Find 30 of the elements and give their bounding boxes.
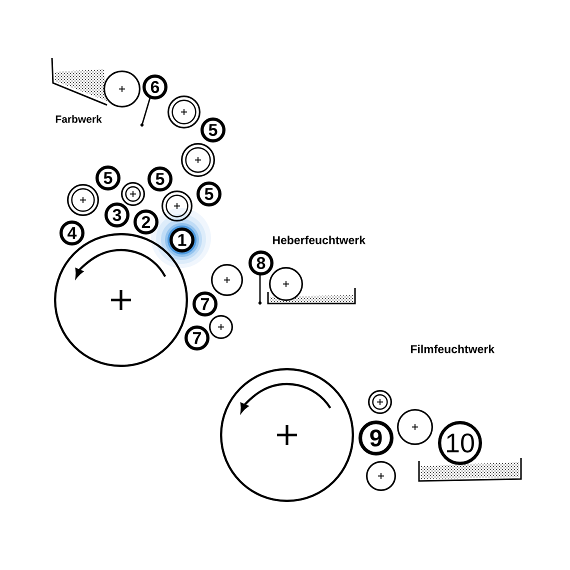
numbered-roller: 7 — [184, 326, 210, 350]
numbered-roller: 9 — [358, 420, 394, 456]
roller — [397, 409, 433, 445]
section-label: Farbwerk — [56, 115, 102, 123]
numbered-roller: 1 — [170, 228, 194, 252]
roller — [104, 70, 140, 108]
numbered-roller: 5 — [196, 182, 222, 206]
roller — [67, 184, 99, 216]
roller — [368, 390, 392, 414]
section-label: Heberfeuchtwerk — [272, 236, 366, 244]
numbered-roller: 8 — [248, 250, 274, 276]
numbered-roller: 5 — [200, 118, 226, 142]
roller — [121, 182, 145, 206]
roller — [209, 315, 233, 339]
numbered-roller: 10 — [438, 421, 482, 465]
section-label: Filmfeuchtwerk — [410, 344, 495, 354]
roller — [366, 461, 396, 491]
roller — [181, 143, 215, 177]
numbered-roller: 6 — [142, 74, 168, 100]
roller — [168, 96, 200, 128]
numbered-roller: 7 — [192, 292, 218, 316]
numbered-roller: 5 — [96, 166, 120, 190]
numbered-roller: 3 — [104, 202, 130, 228]
numbered-roller: 2 — [134, 210, 158, 234]
numbered-roller: 5 — [148, 166, 172, 192]
roller — [162, 190, 192, 222]
cylinder — [220, 368, 354, 502]
roller — [211, 264, 243, 296]
numbered-roller: 4 — [60, 220, 84, 246]
roller — [269, 267, 303, 301]
